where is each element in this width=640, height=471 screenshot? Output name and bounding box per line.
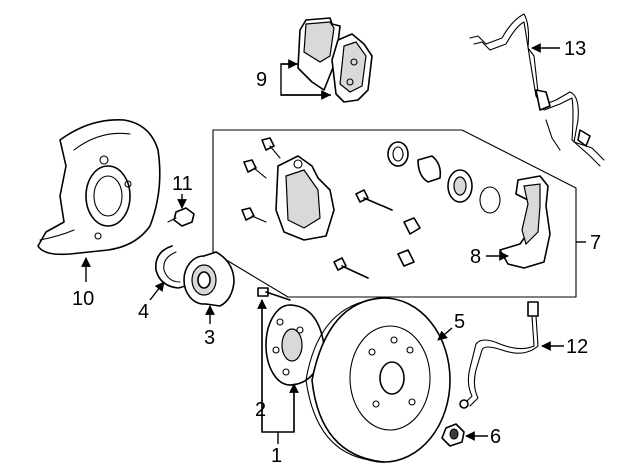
callout-10: 10 [72, 288, 94, 310]
callout-1: 1 [271, 445, 282, 467]
brake-pads [297, 17, 373, 103]
callout-7: 7 [590, 232, 601, 254]
callout-4: 4 [138, 301, 149, 323]
abs-sensor [469, 13, 605, 167]
hub-bearing [183, 251, 235, 307]
callout-8: 8 [470, 246, 481, 268]
caliper-body [275, 155, 335, 241]
brake-hose [459, 301, 539, 409]
callout-3: 3 [204, 327, 215, 349]
callout-13: 13 [564, 38, 586, 60]
bolt-11 [167, 207, 195, 227]
callout-9: 9 [256, 69, 267, 91]
callout-12: 12 [566, 336, 588, 358]
hub-stud [257, 287, 291, 301]
brake-rotor [305, 297, 451, 463]
bleeder-boots [397, 217, 421, 267]
callout-6: 6 [490, 426, 501, 448]
hub-nut [441, 423, 465, 447]
disc-shield [37, 119, 161, 256]
caliper-mount-bracket [499, 175, 551, 269]
callout-11: 11 [172, 173, 193, 195]
callout-2: 2 [255, 399, 266, 421]
guide-pins [333, 189, 393, 279]
leader-lines [81, 43, 586, 444]
caliper-small-bolts [241, 137, 281, 223]
caliper-kit-outline [212, 129, 577, 298]
piston-seals [387, 141, 501, 214]
callout-labels: 1 2 3 4 5 6 7 8 9 10 11 12 13 [72, 38, 601, 467]
callout-5: 5 [454, 311, 465, 333]
